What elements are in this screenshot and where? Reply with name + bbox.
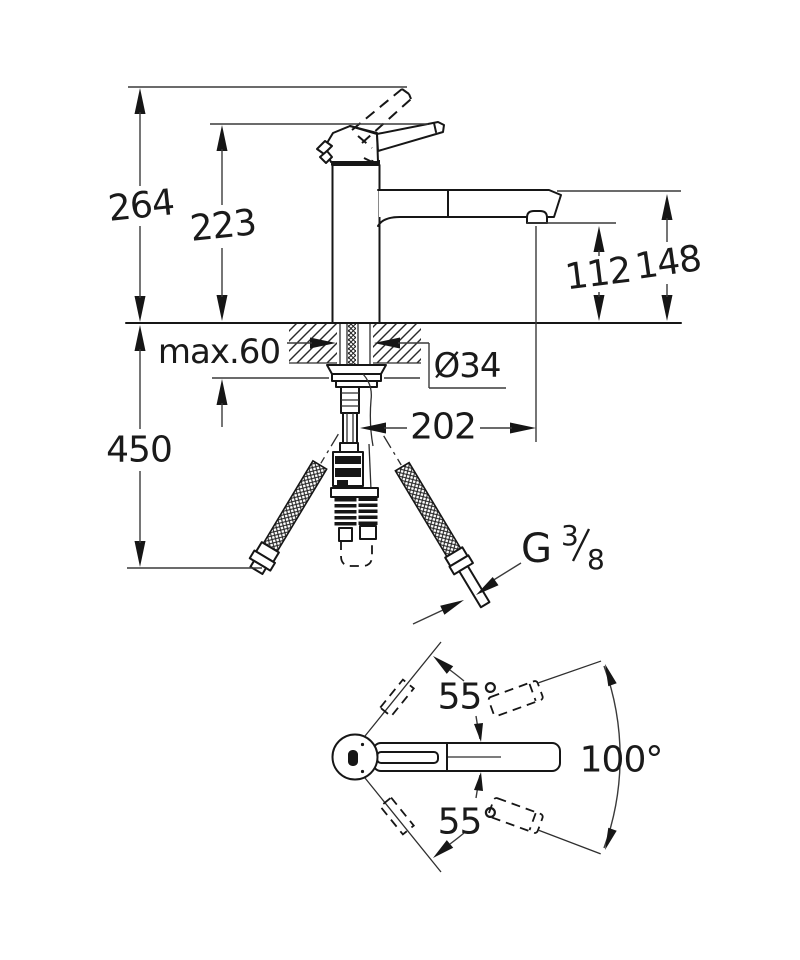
dim-swivel-total: 100°	[580, 664, 663, 850]
thread-denominator: 8	[587, 543, 605, 576]
hose-guide-curve	[362, 373, 374, 447]
threaded-rod	[348, 324, 356, 364]
dim-spout-reach: 202	[360, 407, 536, 448]
spout-position-upper-dashed	[487, 660, 602, 717]
hose-position-upper-dashed	[378, 678, 416, 718]
spout	[377, 189, 562, 227]
outlet-aerator	[526, 210, 548, 224]
dim-202-label: 202	[410, 407, 476, 448]
spout-position-lower-dashed	[487, 797, 601, 855]
dim-hose-drop: 450	[106, 325, 173, 567]
dim-148-label: 148	[633, 238, 704, 288]
faucet-side-view	[125, 88, 682, 609]
dim-450-label: 450	[106, 430, 172, 471]
thread-callout: G 3 8	[412, 519, 605, 625]
dimensions-side-view: 264 223 max.60 450	[106, 86, 704, 625]
supply-hose-right	[383, 435, 491, 609]
dim-55-lower-label: 55°	[438, 802, 499, 843]
braided-section	[262, 459, 328, 553]
swivel-top-view: 55° 55° 100°	[331, 641, 663, 873]
hose-end-dashed	[340, 539, 373, 567]
dim-112-label: 112	[563, 250, 633, 299]
fraction-slash	[571, 528, 591, 562]
hose-position-lower-dashed	[378, 796, 416, 836]
thread-numerator: 3	[561, 519, 579, 552]
dim-hole-diameter: Ø34	[287, 337, 506, 389]
lever-raised-dashed	[351, 88, 412, 164]
dim-spout-top-height: 148	[633, 194, 704, 321]
crimp-ribs-left	[334, 498, 357, 526]
dim-max60-label: max.60	[158, 332, 280, 372]
supply-hose-left	[248, 433, 339, 576]
dim-100-label: 100°	[580, 740, 663, 781]
faucet-body	[331, 164, 381, 324]
dim-swivel-lower: 55°	[433, 772, 499, 858]
thread-g: G	[521, 526, 552, 572]
dim-counter-thickness: max.60	[158, 332, 281, 427]
spray-head-detail	[348, 750, 358, 766]
dim-223-label: 223	[188, 202, 258, 250]
dim-overall-height: 264	[106, 88, 176, 322]
dim-body-height: 223	[188, 125, 258, 321]
braided-section	[394, 461, 462, 558]
dim-outlet-height: 112	[563, 226, 633, 321]
dim-dia34-label: Ø34	[433, 346, 500, 386]
dim-264-label: 264	[106, 182, 176, 230]
handle	[316, 88, 445, 164]
crimp-ribs-right	[358, 497, 378, 525]
fixing-hardware	[326, 364, 387, 491]
mounting-shank	[339, 324, 371, 364]
thread-end-tube	[458, 565, 491, 609]
hose-coupling	[330, 442, 379, 567]
